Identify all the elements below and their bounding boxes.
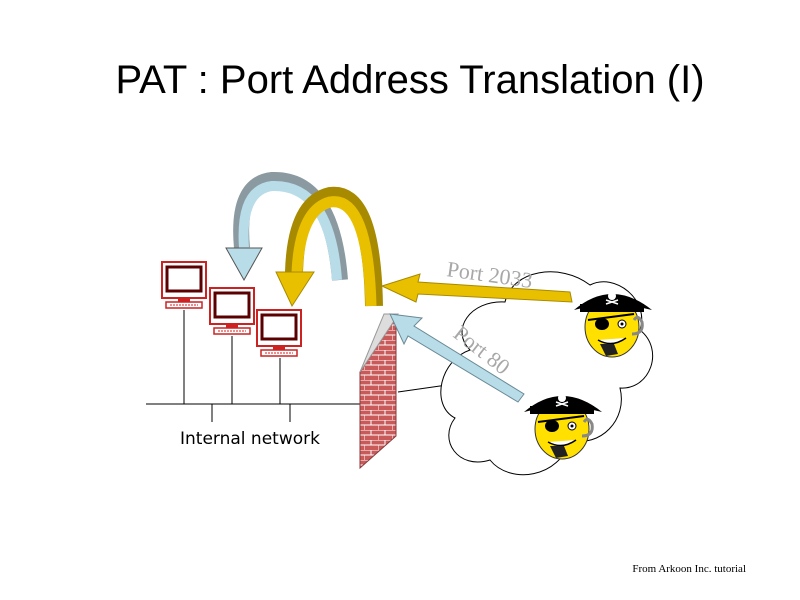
arrow-lightblue-arc [225,172,348,282]
computer-icon [160,260,208,310]
firewall-icon [359,313,399,470]
computer-icon [255,308,303,358]
arrow-gold-port2033 [380,273,573,303]
source-credit: From Arkoon Inc. tutorial [632,563,746,575]
arrow-lightblue-port80 [389,313,525,403]
internal-network-label: Internal network [180,429,320,449]
slide-title: PAT : Port Address Translation (I) [115,58,705,102]
arrow-gold-arc [275,186,383,308]
network-bus [146,310,469,422]
computer-icon [208,286,256,336]
